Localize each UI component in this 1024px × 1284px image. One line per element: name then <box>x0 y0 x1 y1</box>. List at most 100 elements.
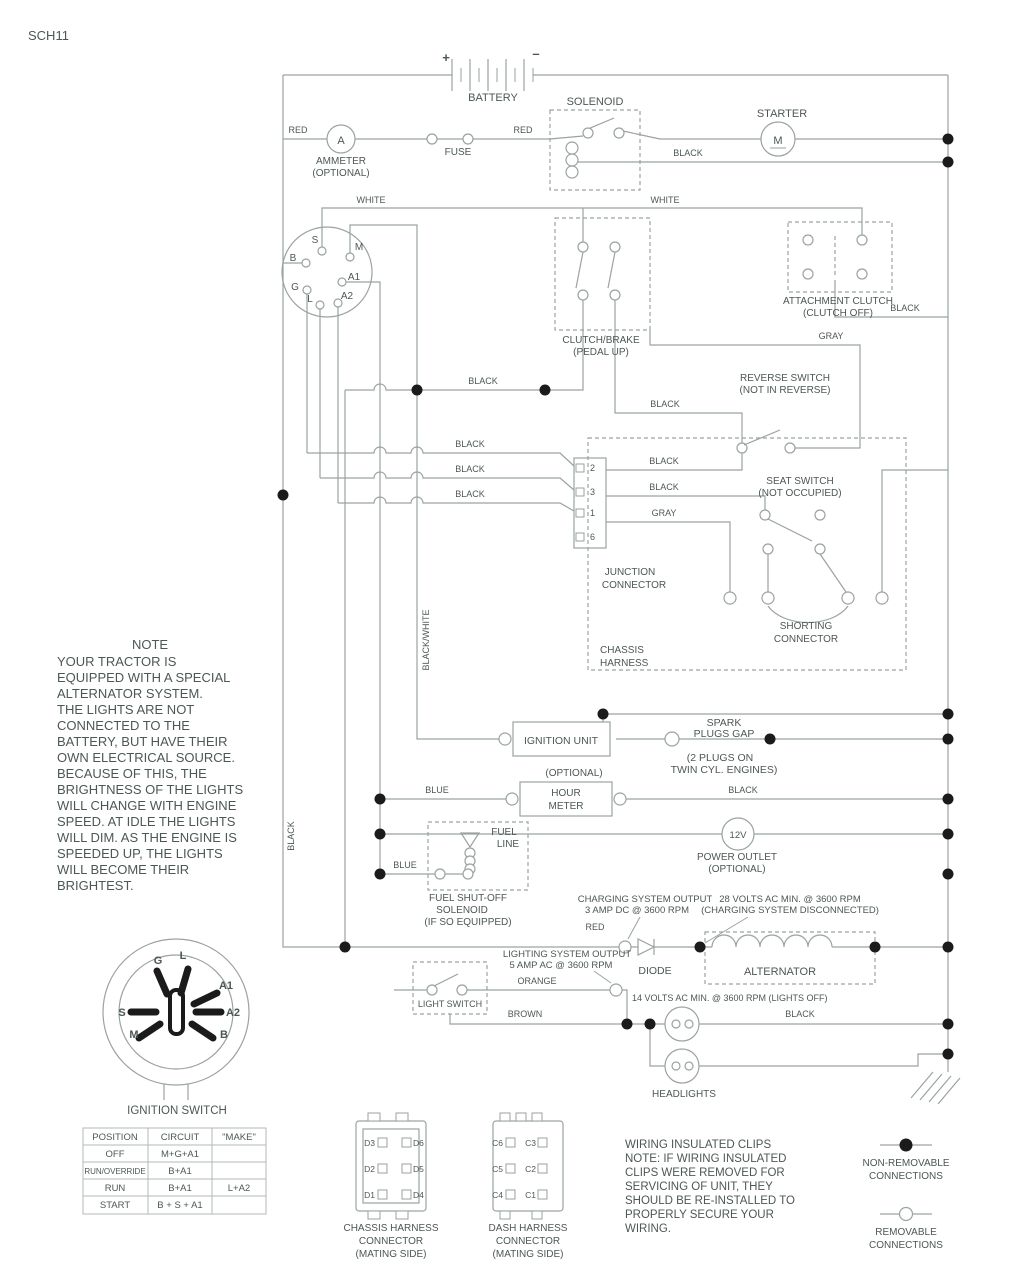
ignition-unit: IGNITION UNIT <box>498 721 680 757</box>
removable-connection-icon <box>898 1206 914 1222</box>
key-switch-contacts <box>127 965 225 1042</box>
connector-pin: D3 <box>364 1138 375 1148</box>
wire-label-black: BLACK <box>649 482 679 492</box>
wire-label-gray: GRAY <box>819 331 844 341</box>
connection-dot <box>411 384 423 396</box>
wire-label-black: BLACK <box>649 456 679 466</box>
fuse-icon: FUSE <box>426 133 474 158</box>
legend-label3: REMOVABLE <box>875 1227 937 1238</box>
chassis-harness-box <box>587 437 907 671</box>
ammeter-icon: A AMMETER (OPTIONAL) <box>312 124 370 179</box>
connection-dot <box>339 941 351 953</box>
hour-meter: (OPTIONAL) HOUR METER <box>505 768 627 817</box>
connection-dot <box>539 384 551 396</box>
battery-plus: + <box>442 50 450 65</box>
lighting-label: LIGHTING SYSTEM OUTPUT <box>503 949 631 960</box>
light-switch-label: LIGHT SWITCH <box>418 999 482 1009</box>
ignition-switch-top: S M B A1 G L A2 <box>281 226 373 318</box>
chassis-harness-label: CHASSIS <box>600 645 644 656</box>
power-outlet-label: POWER OUTLET <box>697 852 777 863</box>
note-line: WILL BECOME THEIR <box>57 862 189 877</box>
connection-dot <box>277 489 289 501</box>
wire-label-black: BLACK <box>728 785 758 795</box>
note-line: SPEED. AT IDLE THE LIGHTS <box>57 814 236 829</box>
connection-dot <box>597 708 609 720</box>
clutch-brake-switch: CLUTCH/BRAKE (PEDAL UP) <box>554 217 651 358</box>
power-outlet-symbol: 12V <box>730 830 748 841</box>
charging-disc-label2: (CHARGING SYSTEM DISCONNECTED) <box>701 905 879 916</box>
reverse-switch: REVERSE SWITCH (NOT IN REVERSE) <box>736 373 830 454</box>
battery-minus: – <box>532 46 539 61</box>
seat-switch: SEAT SWITCH (NOT OCCUPIED) <box>758 476 842 555</box>
wire-label-black: BLACK <box>890 303 920 313</box>
connection-dot <box>942 868 954 880</box>
fuse-label: FUSE <box>445 147 472 158</box>
table-cell: M+G+A1 <box>161 1149 199 1160</box>
wire-label-brown: BROWN <box>508 1009 543 1019</box>
starter-motor-icon: M STARTER <box>757 108 807 157</box>
connection-dot <box>644 1018 656 1030</box>
table-cell: L+A2 <box>228 1183 250 1194</box>
connection-dot <box>942 828 954 840</box>
main-terminal-b: B <box>220 1029 228 1041</box>
power-outlet: 12V POWER OUTLET (OPTIONAL) <box>697 817 777 875</box>
fuel-label2: LINE <box>497 839 520 850</box>
note-line: BRIGHTEST. <box>57 878 134 893</box>
spark-label: (2 PLUGS ON <box>687 752 754 764</box>
chassis-connector-label2: CONNECTOR <box>359 1236 423 1247</box>
connection-dot <box>942 733 954 745</box>
seat-switch-label2: (NOT OCCUPIED) <box>758 488 841 499</box>
wire-label-orange: ORANGE <box>517 976 556 986</box>
wire-label-white: WHITE <box>651 195 680 205</box>
note-line: CONNECTED TO THE <box>57 718 190 733</box>
solenoid: SOLENOID <box>549 96 641 191</box>
terminal-s: S <box>312 235 319 246</box>
alternator-coil-icon <box>711 934 833 948</box>
sheet-id: SCH11 <box>28 28 69 43</box>
note-line: ALTERNATOR SYSTEM. <box>57 686 203 701</box>
dash-harness-connector: C6 C3 C5 C2 C4 C1 DASH HARNESS CONNECTOR… <box>489 1112 568 1260</box>
wire-label-blue: BLUE <box>425 785 449 795</box>
fuel-shutoff-label3: (IF SO EQUIPPED) <box>424 917 511 928</box>
note-line: BECAUSE OF THIS, THE <box>57 766 207 781</box>
solenoid-label: SOLENOID <box>567 96 624 108</box>
table-cell: RUN/OVERRIDE <box>84 1167 145 1176</box>
note-line: THE LIGHTS ARE NOT <box>57 702 194 717</box>
junction-label: JUNCTION <box>605 567 656 578</box>
hour-meter-label2: METER <box>549 801 584 812</box>
ground-icon <box>910 1071 961 1105</box>
seat-switch-label: SEAT SWITCH <box>766 476 833 487</box>
table-header-make: "MAKE" <box>222 1132 256 1143</box>
connection-dot <box>374 793 386 805</box>
connection-dot <box>694 941 706 953</box>
table-cell: B + S + A1 <box>157 1200 202 1211</box>
connector-pin: D4 <box>413 1190 424 1200</box>
clips-note: WIRING INSULATED CLIPS NOTE: IF WIRING I… <box>625 1139 795 1235</box>
charging-label: CHARGING SYSTEM OUTPUT <box>578 894 713 905</box>
table-cell: B+A1 <box>168 1166 192 1177</box>
attachment-clutch-label2: (CLUTCH OFF) <box>803 308 873 319</box>
ammeter-label: AMMETER <box>316 156 366 167</box>
connection-dot <box>942 708 954 720</box>
wire-label-black: BLACK <box>455 464 485 474</box>
charging-label2: 3 AMP DC @ 3600 RPM <box>585 905 689 916</box>
dash-connector-label: DASH HARNESS <box>489 1223 568 1234</box>
legend-label4: CONNECTIONS <box>869 1240 943 1251</box>
reverse-switch-label: REVERSE SWITCH <box>740 373 830 384</box>
table-cell: START <box>100 1200 130 1211</box>
dash-connector-label3: (MATING SIDE) <box>493 1249 564 1260</box>
starter-label: STARTER <box>757 108 807 120</box>
lighting-system: LIGHTING SYSTEM OUTPUT 5 AMP AC @ 3600 R… <box>412 949 828 1015</box>
connector-pin: C4 <box>492 1190 503 1200</box>
fuel-shutoff-label2: SOLENOID <box>436 905 488 916</box>
legend-label2: CONNECTIONS <box>869 1171 943 1182</box>
junction-label2: CONNECTOR <box>602 580 666 591</box>
connection-dot <box>374 868 386 880</box>
wire-label-black: BLACK <box>785 1009 815 1019</box>
main-terminal-l: L <box>180 950 187 962</box>
chassis-harness-label2: HARNESS <box>600 658 649 669</box>
note-block: NOTE YOUR TRACTOR IS EQUIPPED WITH A SPE… <box>57 637 243 893</box>
clips-note-line: CLIPS WERE REMOVED FOR <box>625 1167 785 1179</box>
clutch-brake-label2: (PEDAL UP) <box>573 347 629 358</box>
connection-dot <box>942 1048 954 1060</box>
